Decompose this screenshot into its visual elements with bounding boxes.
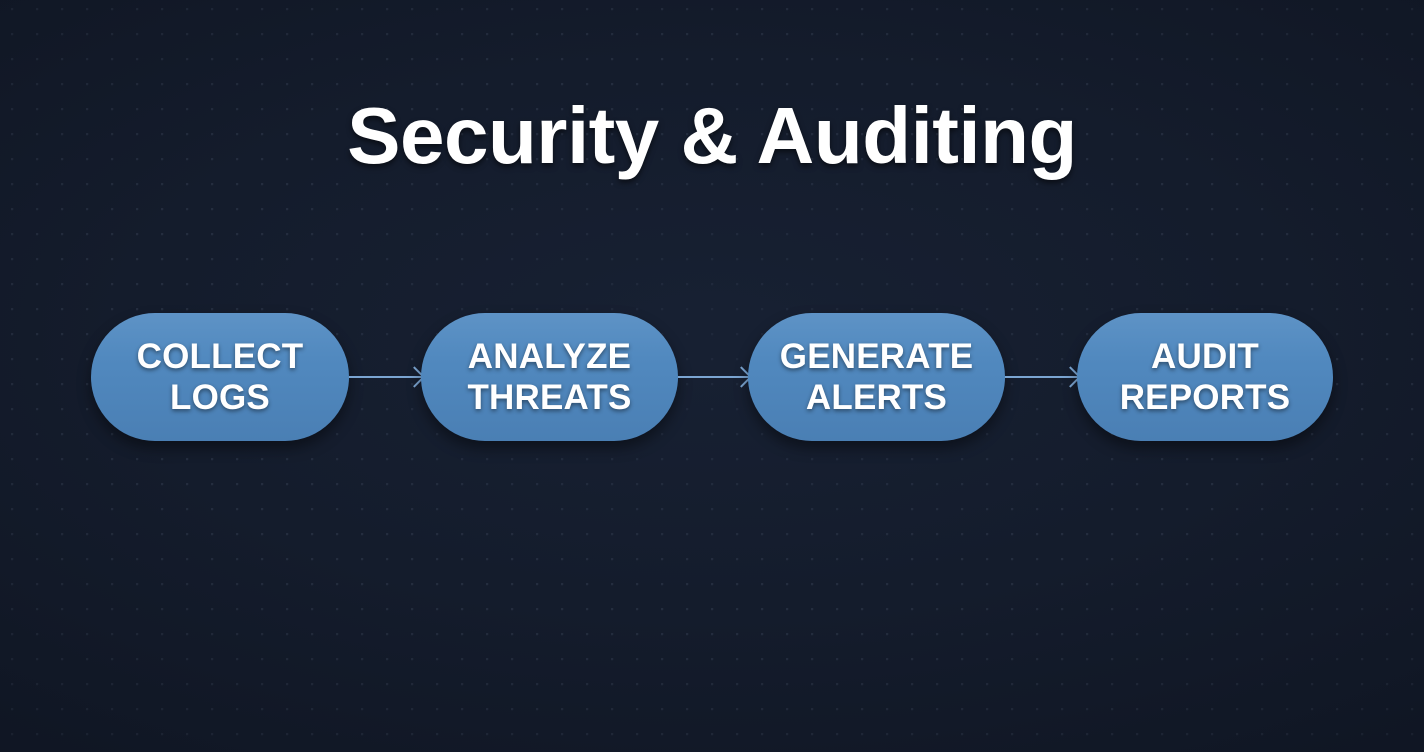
flow-connector-3 [1005, 366, 1082, 388]
connector-line [1005, 376, 1077, 378]
process-flow-diagram: COLLECT LOGS ANALYZE THREATS GENERATE AL… [0, 313, 1424, 441]
page-title: Security & Auditing [347, 91, 1077, 180]
flow-node-label: GENERATE ALERTS [779, 337, 974, 417]
flow-node-label: ANALYZE THREATS [467, 337, 632, 417]
connector-line [678, 376, 748, 378]
flow-connector-2 [678, 366, 753, 388]
flow-connector-1 [349, 366, 426, 388]
flow-node-generate-alerts[interactable]: GENERATE ALERTS [748, 313, 1005, 441]
flow-node-audit-reports[interactable]: AUDIT REPORTS [1077, 313, 1333, 441]
connector-line [349, 376, 421, 378]
flow-node-label: COLLECT LOGS [136, 337, 304, 417]
flow-node-collect-logs[interactable]: COLLECT LOGS [91, 313, 349, 441]
flow-node-label: AUDIT REPORTS [1119, 337, 1291, 417]
flow-node-analyze-threats[interactable]: ANALYZE THREATS [421, 313, 678, 441]
